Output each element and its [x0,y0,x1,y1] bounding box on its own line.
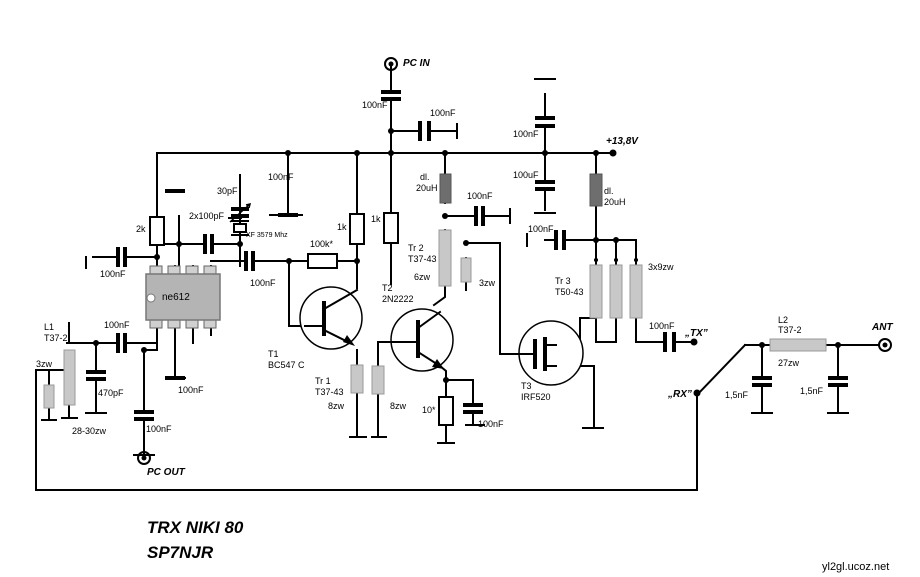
terminals [137,57,892,465]
r-2k-label: 2k [136,224,146,234]
l1-tap: 3zw [36,359,53,369]
c-emitter-label: 100nF [478,419,504,429]
c-470p-label: 470pF [98,388,124,398]
choke1-line2: 20uH [416,183,438,193]
choke1-line1: dl. [420,172,430,182]
c-pcout-gnd-label: 100nF [178,385,204,395]
t1-type: BC547 C [268,360,305,370]
c-15n-a-label: 1,5nF [725,390,749,400]
website-label: yl2gl.ucoz.net [822,561,889,573]
l1-name: L1 [44,322,54,332]
tx-label: „TX” [684,328,708,339]
title-line2: SP7NJR [147,543,214,562]
l2-turns: 27zw [778,358,800,368]
ic-ne612 [145,265,221,329]
supply-label: +13,8V [606,136,639,147]
tr1-core: T37-43 [315,387,344,397]
r-100k-label: 100k* [310,239,334,249]
tr3-core: T50-43 [555,287,584,297]
crystal [231,220,249,236]
c-vcc-ic-label: 100nF [268,172,294,182]
c-100u-a-label: 100uF [513,170,539,180]
l1-turns: 28-30zw [72,426,107,436]
c-30p-label: 30pF [217,186,238,196]
choke2-line2: 20uH [604,197,626,207]
c-pcin-label: 100nF [362,100,388,110]
labels: PC IN PC OUT ANT +13,8V „TX” „RX” ne612 … [36,58,893,573]
c-tx-label: 100nF [649,321,675,331]
tr3-turns: 3x9zw [648,262,674,272]
inductors [43,173,827,409]
tr2-turns-b: 3zw [479,278,496,288]
c-15n-b-label: 1,5nF [800,386,824,396]
c-pcout-label: 100nF [146,424,172,434]
pc-in-label: PC IN [403,58,430,69]
transistor-t3 [516,320,584,386]
tr2-turns-a: 6zw [414,272,431,282]
rx-label: „RX” [667,389,692,400]
c-top-right-label: 100nF [513,129,539,139]
c-2x100p-label: 2x100pF [189,211,225,221]
trimmer-arrow [229,202,252,223]
capacitors [86,90,848,421]
junction-dots [66,128,841,383]
transistor-t2 [389,308,454,372]
tr3-name: Tr 3 [555,276,571,286]
tr1-name: Tr 1 [315,376,331,386]
c-tr2-label: 100nF [467,191,493,201]
tr2-core: T37-43 [408,254,437,264]
t1-name: T1 [268,349,279,359]
c-pcin-bypass-label: 100nF [430,108,456,118]
resistors [149,212,454,426]
tr1-turns-b: 8zw [390,401,407,411]
r-1k-a-label: 1k [337,222,347,232]
c-tr3-label: 100nF [528,224,554,234]
transistor-t1 [299,286,363,350]
r-1k-b-label: 1k [371,214,381,224]
t3-name: T3 [521,381,532,391]
title-line1: TRX NIKI 80 [147,518,244,537]
tr2-name: Tr 2 [408,243,424,253]
c-l1-in-label: 100nF [104,320,130,330]
t2-type: 2N2222 [382,294,414,304]
pc-out-label: PC OUT [147,467,186,478]
ant-label: ANT [871,322,893,333]
tr1-turns-a: 8zw [328,401,345,411]
t3-type: IRF520 [521,392,551,402]
l2-core: T37-2 [778,325,802,335]
c-ic-out-label: 100nF [250,278,276,288]
r-10-label: 10* [422,405,436,415]
l2-name: L2 [778,315,788,325]
l1-core: T37-2 [44,333,68,343]
crystal-label: XF 3579 Mhz [246,232,288,239]
choke2-line1: dl. [604,186,614,196]
t2-name: T2 [382,283,393,293]
ic-label: ne612 [162,292,190,303]
c-osc-gnd-label: 100nF [100,269,126,279]
